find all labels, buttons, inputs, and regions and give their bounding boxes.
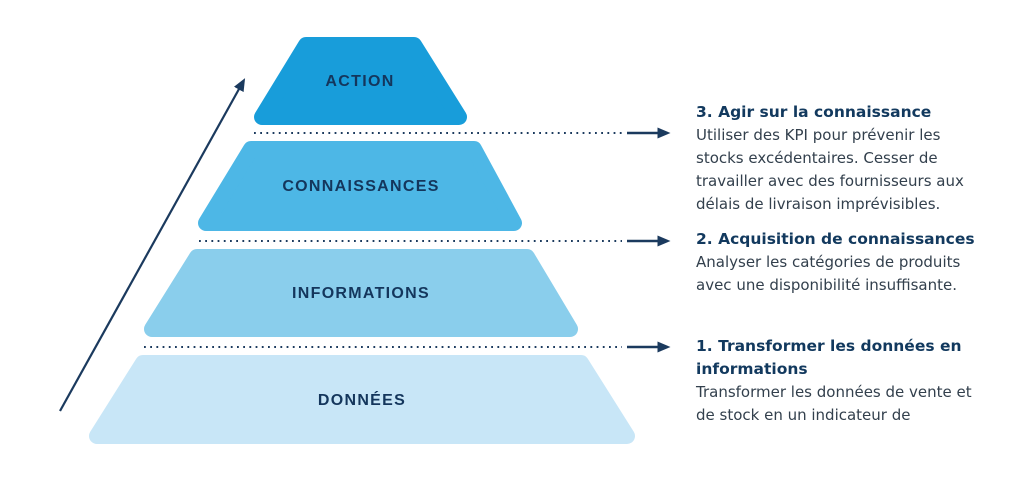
annotation-step-2-title: 2. Acquisition de connaissances — [696, 230, 975, 248]
level-action: ACTION — [254, 37, 467, 125]
annotation-step-2-body-line: avec une disponibilité insuffisante. — [696, 276, 957, 294]
level-donnees-label: DONNÉES — [318, 390, 406, 409]
annotation-step-3: 3. Agir sur la connaissance Utiliser des… — [696, 101, 996, 216]
annotation-step-3-title: 3. Agir sur la connaissance — [696, 103, 932, 121]
annotation-step-1-body-line: Transformer les données de vente et — [696, 383, 972, 401]
annotation-step-2: 2. Acquisition de connaissances Analyser… — [696, 228, 996, 297]
annotation-step-3-body-line: stocks excédentaires. Cesser de — [696, 149, 938, 167]
annotation-step-2-body-line: Analyser les catégories de produits — [696, 253, 961, 271]
level-connaissances-shape — [198, 141, 522, 231]
annotation-step-3-body-line: travailler avec des fournisseurs aux — [696, 172, 964, 190]
annotation-step-1-title: 1. Transformer les données en — [696, 337, 962, 355]
annotation-step-1-title: informations — [696, 360, 808, 378]
level-action-shape — [254, 37, 467, 125]
level-action-label: ACTION — [325, 73, 394, 90]
annotation-step-1-body-line: de stock en un indicateur de — [696, 406, 911, 424]
pyramid-graphic: DONNÉES INFORMATIONS CONNAISSANCES ACTIO… — [59, 37, 671, 444]
ascending-arrow — [59, 78, 246, 412]
level-informations-shape — [144, 249, 578, 337]
annotation-step-1: 1. Transformer les données en informatio… — [696, 335, 996, 427]
level-informations: INFORMATIONS — [144, 249, 578, 337]
level-connaissances-label: CONNAISSANCES — [282, 178, 439, 195]
level-donnees-shape — [89, 355, 635, 444]
level-donnees: DONNÉES — [89, 355, 635, 444]
level-informations-label: INFORMATIONS — [292, 285, 430, 302]
annotation-step-3-body-line: Utiliser des KPI pour prévenir les — [696, 126, 941, 144]
annotation-step-3-body-line: délais de livraison imprévisibles. — [696, 195, 941, 213]
level-connaissances: CONNAISSANCES — [198, 141, 522, 231]
